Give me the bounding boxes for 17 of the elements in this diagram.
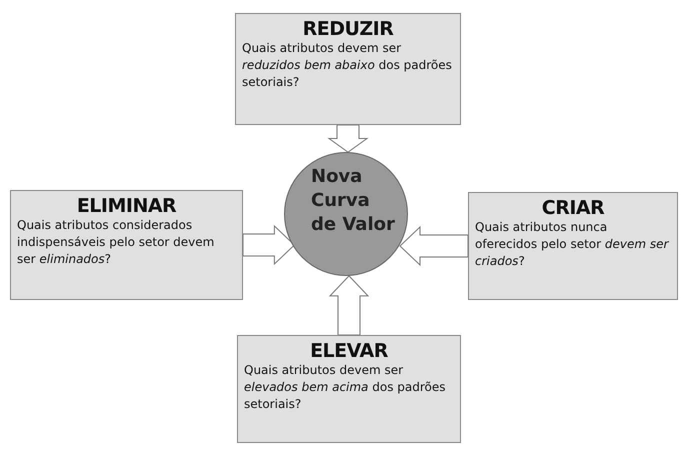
card-question: Quais atributos nunca oferecidos pelo setor devem ser criados? — [475, 219, 670, 270]
card-heading: ELIMINAR — [76, 195, 178, 217]
block-arrow — [242, 224, 296, 266]
card-heading: REDUZIR — [302, 18, 394, 40]
block-arrow — [328, 275, 370, 336]
card-heading: CRIAR — [540, 197, 606, 219]
block-arrow — [327, 124, 369, 153]
block-arrow — [399, 226, 468, 266]
circle-label: Nova Curva de Valor — [311, 165, 396, 237]
quadrant-card — [468, 192, 678, 300]
quadrant-card — [10, 190, 243, 300]
quadrant-card — [237, 335, 461, 443]
card-heading: ELEVAR — [309, 340, 389, 362]
card-question: Quais atributos devem ser reduzidos bem abaixo dos padrões setoriais? — [242, 40, 453, 91]
card-question: Quais atributos considerados indispensáveis pelo setor devem ser eliminados? — [17, 217, 216, 268]
quadrant-card — [235, 13, 461, 125]
card-question: Quais atributos devem ser elevados bem acima dos padrões setoriais? — [244, 362, 446, 413]
